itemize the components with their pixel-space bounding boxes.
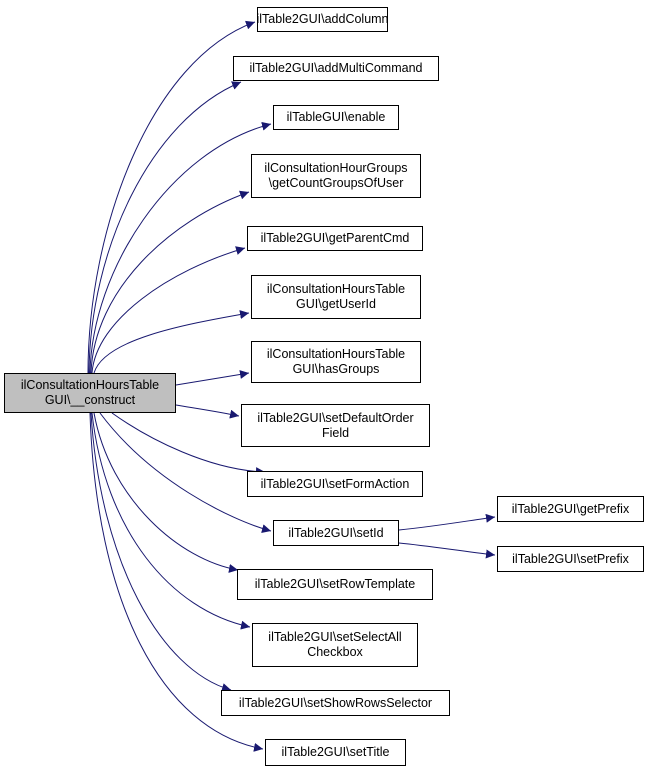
edge-root-n0 (87, 20, 256, 374)
node-label-line: ilTable2GUI\setFormAction (260, 476, 410, 491)
node-label-line: ilConsultationHoursTable (266, 282, 406, 296)
node-label-line: ilTable2GUI\setDefaultOrder (257, 410, 414, 425)
node-label-line: ilConsultationHourGroups (264, 161, 408, 175)
node-iltable2gui-getparentcmd[interactable]: ilTable2GUI\getParentCmd (247, 226, 423, 251)
node-iltable2gui-addcolumn[interactable]: ilTable2GUI\addColumn (256, 7, 389, 32)
node-label-line: ilTable2GUI\addMultiCommand (249, 61, 423, 75)
node-iltable2gui-setprefix[interactable]: ilTable2GUI\setPrefix (497, 546, 644, 572)
node-iltable2gui-setid[interactable]: ilTable2GUI\setId (273, 520, 399, 546)
node-label-line: ilTable2GUI\addColumn (256, 12, 389, 26)
edge-root-n6 (175, 370, 250, 386)
edge-root-n4 (91, 246, 246, 374)
edge-root-n9 (99, 412, 272, 534)
node-label-line: ilTable2GUI\getParentCmd (260, 231, 410, 245)
edge-root-n14 (90, 412, 232, 692)
node-ilconsultationhourgroups-getcountgroupsofuser[interactable]: ilConsultationHourGroups\getCountGroupsO… (251, 154, 421, 198)
node-label-line: ilTable2GUI\setPrefix (512, 551, 629, 566)
edge-root-n13 (91, 412, 251, 630)
node-label-line: ilTable2GUI\setRowTemplate (254, 577, 416, 591)
node-label-line: ilTable2GUI\setTitle (281, 745, 390, 759)
edge-root-n1 (88, 81, 242, 374)
node-label-line: GUI\__construct (44, 393, 136, 407)
node-label-line: ilTableGUI\enable (286, 110, 386, 124)
node-iltable2gui-setshowrowsselector[interactable]: ilTable2GUI\setShowRowsSelector (221, 690, 450, 716)
node-label-line: ilTable2GUI\getPrefix (511, 501, 630, 516)
edge-n9-n11 (398, 542, 496, 559)
node-label-line: ilTable2GUI\setId (288, 525, 384, 540)
edge-root-n5 (93, 310, 250, 374)
node-label-line: ilConsultationHoursTable (266, 347, 406, 361)
node-iltable2gui-getprefix[interactable]: ilTable2GUI\getPrefix (497, 496, 644, 522)
edge-root-n7 (175, 404, 240, 419)
node-label-line: \getCountGroupsOfUser (268, 176, 404, 190)
edge-root-n8 (111, 412, 266, 477)
node-iltable2gui-settitle[interactable]: ilTable2GUI\setTitle (265, 739, 406, 766)
node-label-line: Checkbox (307, 645, 363, 659)
edge-root-n12 (93, 412, 239, 573)
node-label-line: ilTable2GUI\setSelectAll (268, 630, 402, 644)
node-iltablegui-enable[interactable]: ilTableGUI\enable (273, 105, 399, 130)
node-iltable2gui-addmulticommand[interactable]: ilTable2GUI\addMultiCommand (233, 56, 439, 81)
node-iltable2gui-setformaction[interactable]: ilTable2GUI\setFormAction (247, 471, 423, 497)
edge-root-n2 (89, 121, 272, 374)
edge-n9-n10 (398, 513, 496, 531)
node-label-line: GUI\hasGroups (292, 362, 380, 376)
edge-root-n3 (90, 190, 250, 374)
node-label-line: ilTable2GUI\setShowRowsSelector (238, 695, 433, 710)
node-label-line: Field (321, 425, 350, 440)
edge-root-n15 (89, 412, 264, 752)
node-label-line: GUI\getUserId (296, 297, 376, 311)
node-label-line: ilConsultationHoursTable (20, 378, 160, 392)
node-iltable2gui-setrowtemplate[interactable]: ilTable2GUI\setRowTemplate (237, 569, 433, 600)
